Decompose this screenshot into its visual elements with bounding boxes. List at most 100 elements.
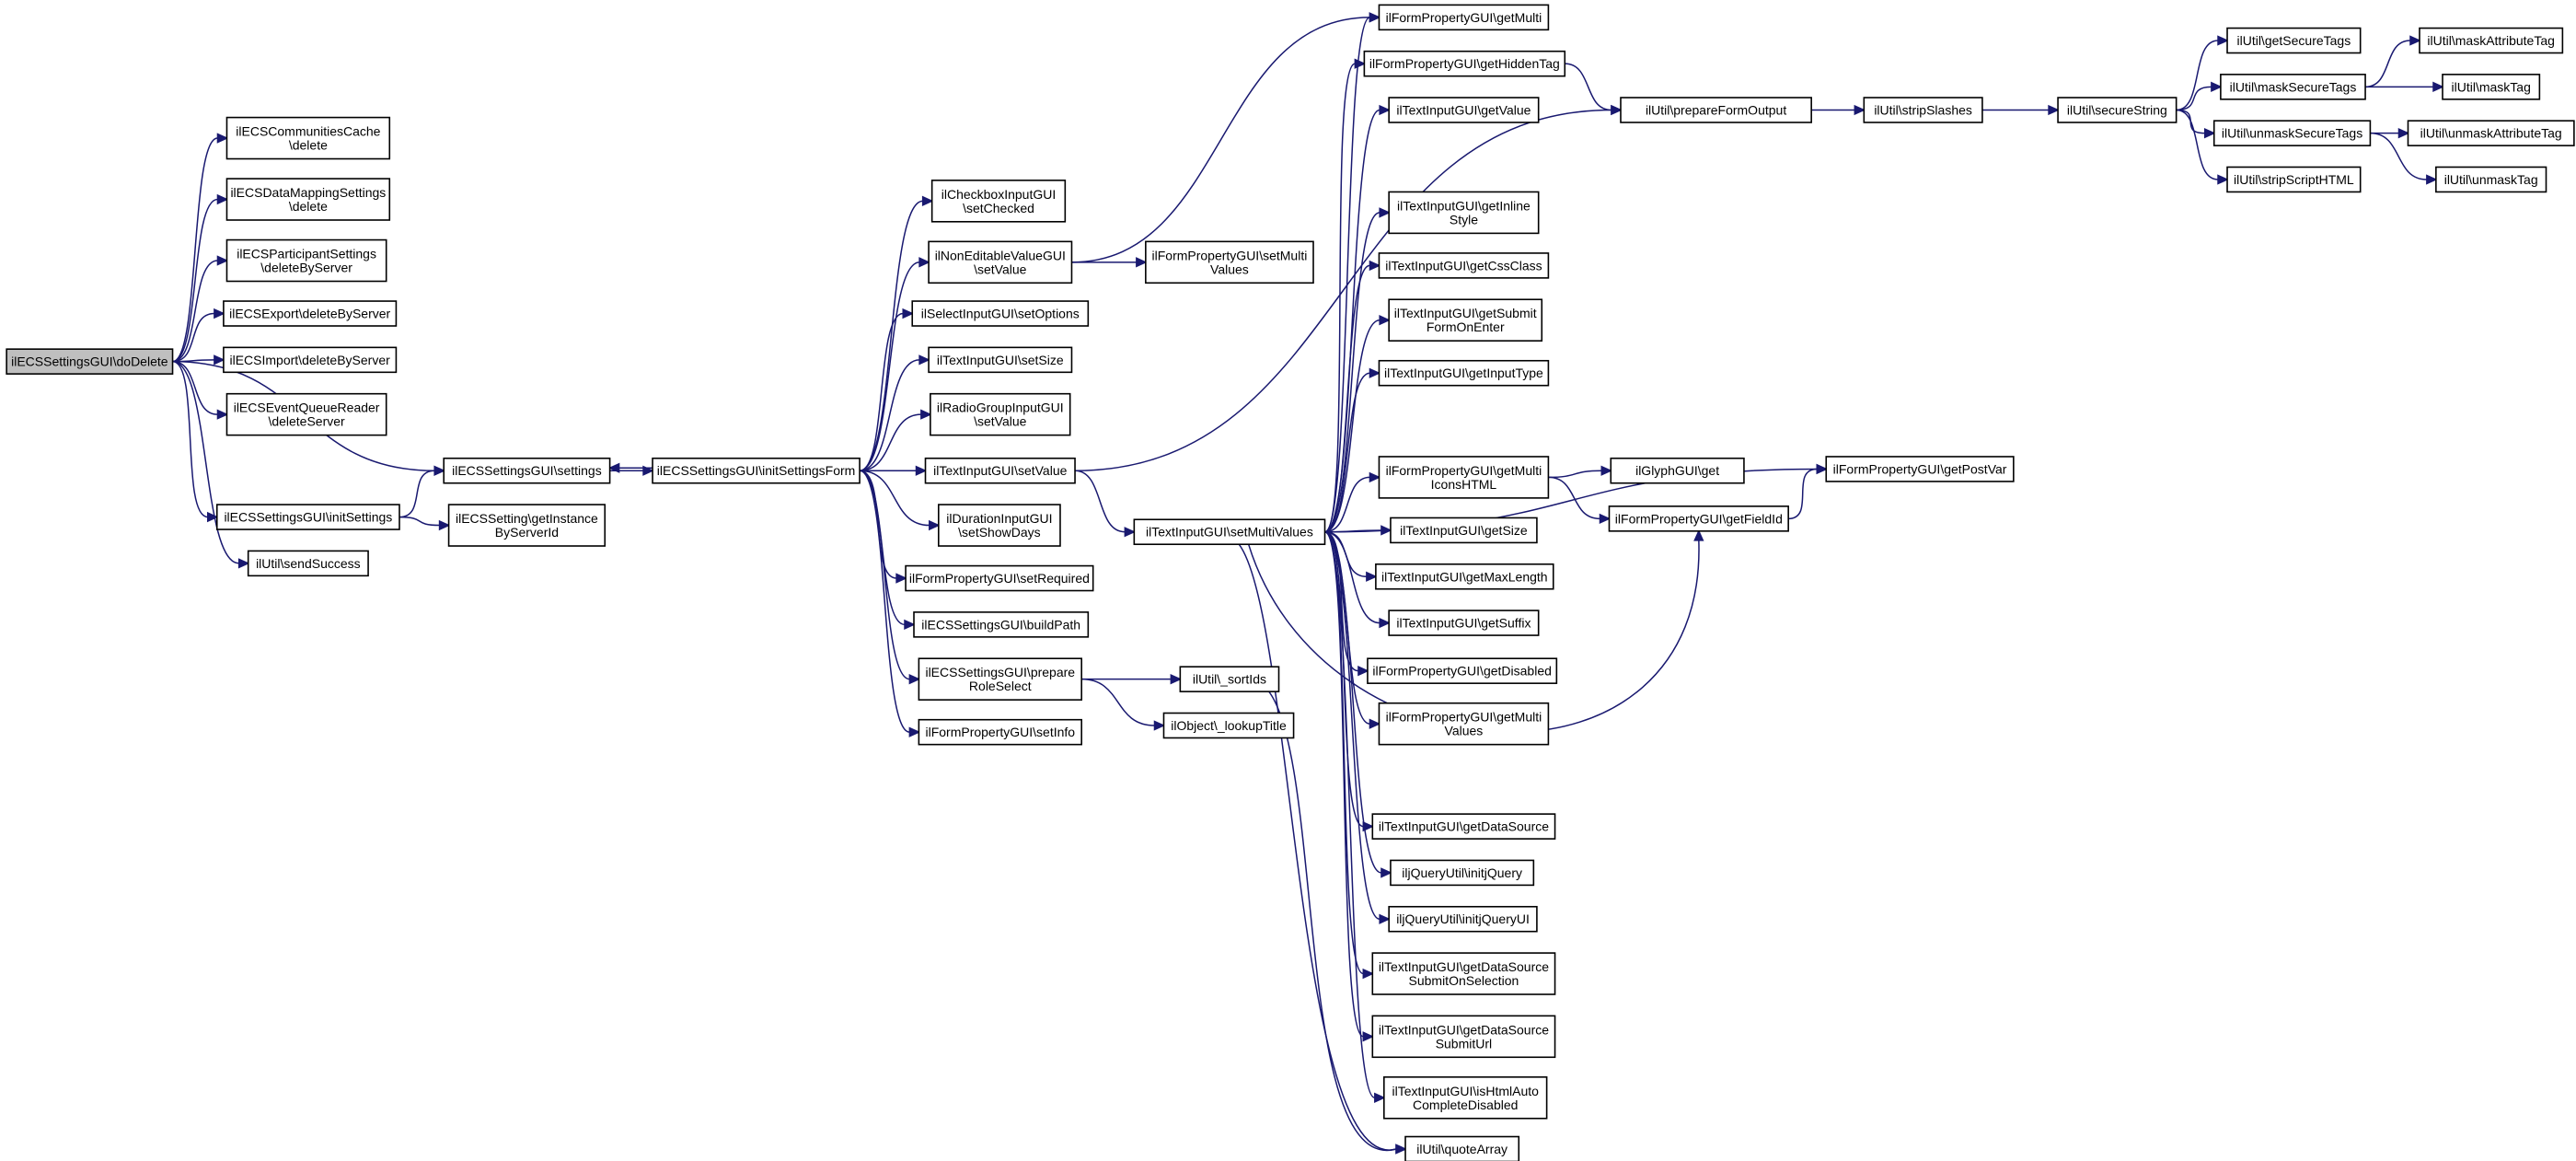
function-node[interactable]: ilGlyphGUI\get [1610,457,1745,484]
node-label: ilFormPropertyGUI\getFieldId [1615,511,1783,526]
node-label: ilECSSettingsGUI\settings [452,463,602,478]
function-node[interactable]: ilFormPropertyGUI\getFieldId [1608,505,1789,532]
function-node[interactable]: ilUtil\prepareFormOutput [1620,97,1812,123]
function-node[interactable]: ilFormPropertyGUI\setInfo [918,718,1082,746]
function-node[interactable]: ilTextInputGUI\getSuffix [1388,610,1540,636]
edge-line [2176,86,2212,111]
function-node[interactable]: ilTextInputGUI\getDataSource [1371,813,1556,840]
function-node[interactable]: ilTextInputGUI\getSize [1390,517,1538,544]
function-node[interactable]: ilUtil\sendSuccess [247,550,369,577]
function-node[interactable]: ilECSSettingsGUI\buildPath [913,611,1090,638]
function-node[interactable]: ilDurationInputGUI\setShowDays [938,504,1061,547]
function-node[interactable]: ilFormPropertyGUI\setMultiValues [1145,240,1314,284]
call-edge [2176,35,2229,111]
call-edge [1324,58,1367,533]
node-label: ilObject\_lookupTitle [1171,718,1287,733]
function-node[interactable]: ilObject\_lookupTitle [1162,712,1295,739]
function-node[interactable]: iljQueryUtil\initjQueryUI [1388,905,1538,933]
function-node[interactable]: ilUtil\maskSecureTags [2220,74,2366,100]
arrowhead-icon [1362,1031,1375,1042]
function-node[interactable]: ilTextInputGUI\getValue [1388,97,1540,123]
function-node[interactable]: ilUtil\quoteArray [1404,1135,1520,1161]
function-node[interactable]: ilFormPropertyGUI\getPostVar [1825,456,2015,482]
arrowhead-icon [1362,820,1375,832]
function-node[interactable]: ilTextInputGUI\getDataSourceSubmitOnSele… [1371,952,1556,995]
function-node[interactable]: ilFormPropertyGUI\getHiddenTag [1363,50,1566,77]
edge-line [1788,468,1818,520]
arrowhead-icon [921,195,934,206]
node-box [2442,74,2541,100]
edge-line [172,360,218,415]
function-node[interactable]: ilFormPropertyGUI\getDisabled [1367,657,1558,684]
arrowhead-icon [1379,617,1391,629]
function-node[interactable]: ilTextInputGUI\isHtmlAutoCompleteDisable… [1383,1076,1548,1120]
function-node[interactable]: ilUtil\stripSlashes [1863,97,1983,123]
call-edge [1323,530,1375,1042]
arrowhead-icon [1369,260,1381,272]
function-node[interactable]: ilECSSettingsGUI\initSettingsForm [652,457,861,484]
node-label: iljQueryUtil\initjQueryUI [1396,911,1530,926]
function-node[interactable]: ilTextInputGUI\setMultiValues [1133,518,1326,546]
arrowhead-icon [433,465,446,476]
function-node[interactable]: ilRadioGroupInputGUI\setValue [930,392,1071,436]
arrowhead-icon [1379,315,1391,326]
function-node[interactable]: ilTextInputGUI\getMaxLength [1375,563,1554,590]
function-node[interactable]: ilTextInputGUI\setValue [924,457,1076,484]
function-node[interactable]: ilSelectInputGUI\setOptions [911,300,1090,327]
arrowhead-icon [1380,525,1392,536]
function-node[interactable]: ilFormPropertyGUI\setRequired [905,564,1094,592]
arrowhead-icon [1374,1092,1386,1103]
node-label: ilNonEditableValueGUI [935,248,1066,262]
node-box [1133,518,1326,546]
function-node[interactable]: ilECSDataMappingSettings\delete [225,178,391,221]
function-node[interactable]: ilECSCommunitiesCache\delete [225,116,391,160]
function-node[interactable]: ilFormPropertyGUI\getMulti [1378,4,1550,31]
edge-line [1548,470,1602,479]
function-node[interactable]: ilCheckboxInputGUI\setChecked [930,180,1067,223]
function-node[interactable]: ilECSSettingsGUI\initSettings [215,504,400,530]
function-node[interactable]: ilTextInputGUI\getCssClass [1378,252,1550,279]
function-node[interactable]: ilECSSettingsGUI\settings [443,457,611,484]
function-node[interactable]: ilUtil\getSecureTags [2226,27,2362,54]
function-node[interactable]: ilUtil\_sortIds [1179,666,1280,692]
root-function-node[interactable]: ilECSSettingsGUI\doDelete [6,348,174,375]
node-label: ilUtil\stripScriptHTML [2234,172,2354,187]
function-node[interactable]: ilUtil\unmaskSecureTags [2212,120,2372,146]
node-label: iljQueryUtil\initjQuery [1402,865,1522,880]
function-node[interactable]: ilUtil\maskAttributeTag [2419,27,2564,54]
function-node[interactable]: ilNonEditableValueGUI\setValue [928,240,1073,284]
function-node[interactable]: ilUtil\stripScriptHTML [2226,166,2362,193]
edge-line [172,198,218,363]
function-node[interactable]: ilTextInputGUI\getInputType [1378,359,1550,387]
node-box [1179,666,1280,692]
arrowhead-icon [1395,1144,1407,1155]
node-label: ilFormPropertyGUI\getMulti [1386,463,1542,478]
function-node[interactable]: ilUtil\maskTag [2442,74,2541,100]
node-label: ilTextInputGUI\setMultiValues [1146,525,1313,540]
function-node[interactable]: ilUtil\unmaskTag [2435,166,2547,193]
function-node[interactable]: ilECSEventQueueReader\deleteServer [225,392,387,436]
call-edge [1324,367,1381,533]
function-node[interactable]: ilUtil\secureString [2057,97,2177,123]
node-box [443,457,611,484]
arrowhead-icon [216,409,229,420]
call-edge [2176,81,2223,111]
function-node[interactable]: ilECSImport\deleteByServer [223,346,398,374]
call-edge [1238,543,1407,1155]
node-label: ilTextInputGUI\getInline [1397,198,1531,213]
function-node[interactable]: ilTextInputGUI\setSize [928,346,1073,374]
edge-line [1324,109,1380,533]
function-node[interactable]: ilUtil\unmaskAttributeTag [2407,120,2575,146]
arrowhead-icon [2048,104,2060,116]
function-node[interactable]: iljQueryUtil\initjQuery [1390,859,1535,887]
call-edge [860,465,928,476]
function-node[interactable]: ilECSExport\deleteByServer [223,300,398,327]
function-node[interactable]: ilECSParticipantSettings\deleteByServer [225,238,387,283]
